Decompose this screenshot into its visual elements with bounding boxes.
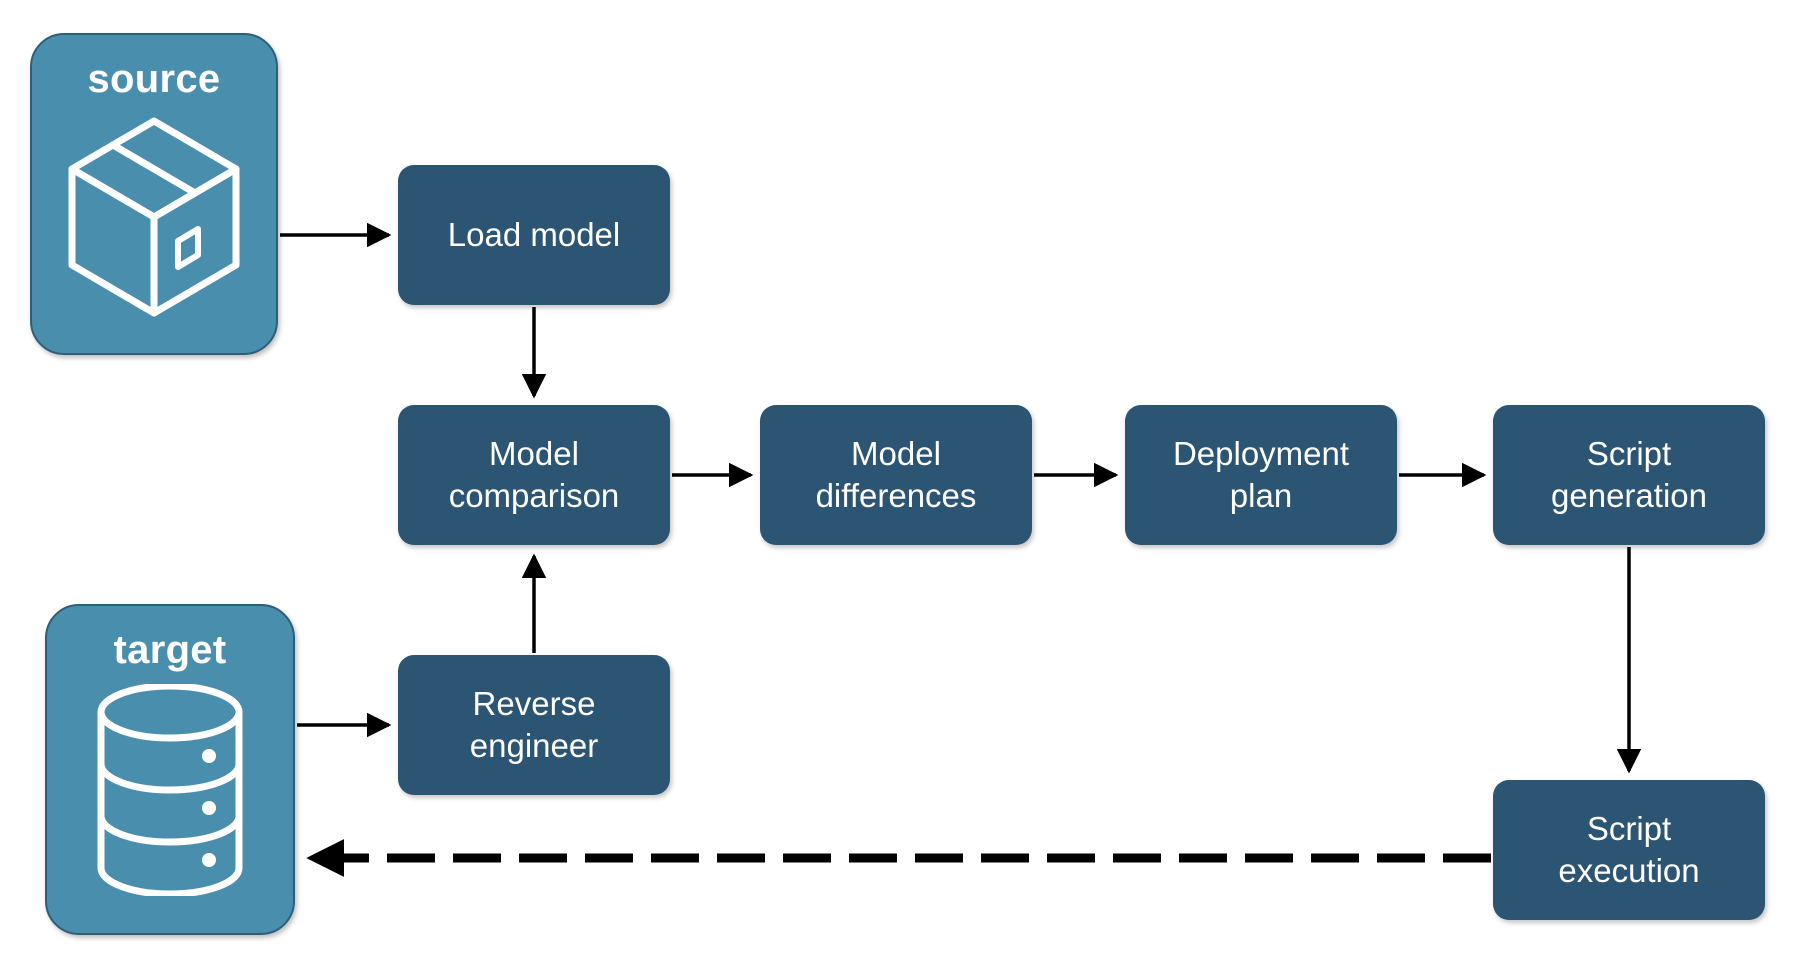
database-cylinder-icon [91, 682, 249, 901]
process-node-load-model[interactable]: Load model [398, 165, 670, 305]
process-node-script-execution-label: Script execution [1558, 809, 1700, 889]
process-node-reverse-engineer[interactable]: Reverse engineer [398, 655, 670, 795]
endpoint-target-label: target [113, 628, 227, 672]
process-node-script-generation[interactable]: Script generation [1493, 405, 1765, 545]
process-node-model-comparison[interactable]: Model comparison [398, 405, 670, 545]
process-node-reverse-engineer-label: Reverse engineer [469, 684, 599, 764]
process-node-deployment-plan[interactable]: Deployment plan [1125, 405, 1397, 545]
process-node-script-execution[interactable]: Script execution [1493, 780, 1765, 920]
process-node-script-generation-label: Script generation [1551, 434, 1707, 514]
process-node-model-differences-label: Model differences [815, 434, 977, 514]
endpoint-source-label: source [87, 57, 221, 101]
endpoint-source[interactable]: source [30, 33, 278, 355]
endpoint-target[interactable]: target [45, 604, 295, 935]
process-node-load-model-label: Load model [447, 215, 621, 253]
process-node-deployment-plan-label: Deployment plan [1172, 434, 1350, 514]
package-box-icon [66, 115, 242, 328]
process-node-model-comparison-label: Model comparison [448, 434, 620, 514]
process-node-model-differences[interactable]: Model differences [760, 405, 1032, 545]
